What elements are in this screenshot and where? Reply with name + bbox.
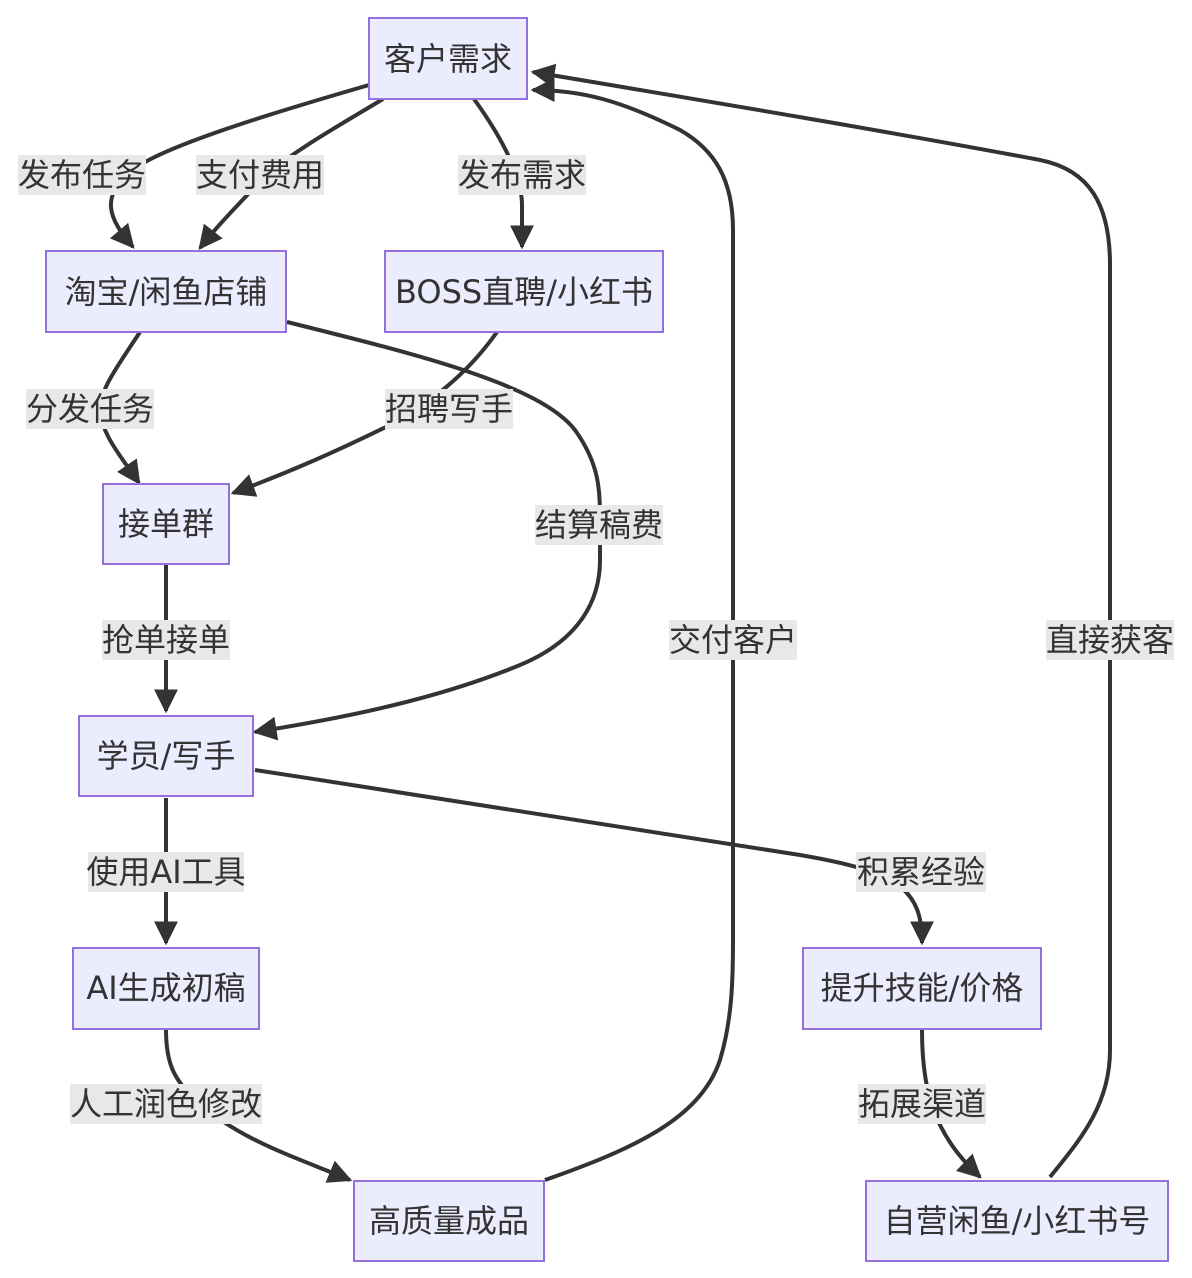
svg-text:AI生成初稿: AI生成初稿 (86, 969, 245, 1007)
node-boss-xiaohongshu[interactable]: BOSS直聘/小红书 (384, 250, 664, 333)
edge-label-accumulate-experience: 积累经验 (856, 852, 986, 892)
svg-text:发布需求: 发布需求 (458, 156, 586, 194)
node-student-writer[interactable]: 学员/写手 (78, 715, 254, 797)
svg-text:学员/写手: 学员/写手 (97, 737, 236, 775)
svg-text:招聘写手: 招聘写手 (385, 390, 513, 428)
svg-text:接单群: 接单群 (118, 505, 214, 543)
svg-text:直接获客: 直接获客 (1046, 621, 1174, 659)
svg-text:人工润色修改: 人工润色修改 (70, 1085, 262, 1123)
edge-shop-to-writer (252, 320, 602, 741)
svg-text:淘宝/闲鱼店铺: 淘宝/闲鱼店铺 (65, 273, 268, 311)
edge-label-grab-order: 抢单接单 (102, 620, 230, 660)
node-final-product[interactable]: 高质量成品 (353, 1180, 545, 1262)
svg-text:BOSS直聘/小红书: BOSS直聘/小红书 (395, 273, 653, 311)
edge-label-settle-fee: 结算稿费 (535, 505, 663, 545)
svg-text:交付客户: 交付客户 (669, 621, 797, 659)
node-taobao-xianyu-shop[interactable]: 淘宝/闲鱼店铺 (45, 250, 287, 333)
svg-text:积累经验: 积累经验 (857, 853, 985, 891)
edge-label-recruit-writer: 招聘写手 (385, 389, 513, 429)
edge-label-use-ai-tools: 使用AI工具 (86, 852, 246, 892)
svg-text:支付费用: 支付费用 (196, 156, 324, 194)
svg-text:使用AI工具: 使用AI工具 (86, 853, 245, 891)
edge-label-pay-fee: 支付费用 (196, 155, 324, 195)
svg-text:分发任务: 分发任务 (26, 390, 154, 428)
node-customer-demand[interactable]: 客户需求 (368, 17, 528, 100)
svg-text:客户需求: 客户需求 (384, 40, 512, 78)
edge-own-to-customer (530, 63, 1112, 1179)
svg-text:结算稿费: 结算稿费 (535, 506, 663, 544)
node-ai-draft[interactable]: AI生成初稿 (72, 947, 260, 1030)
node-order-group[interactable]: 接单群 (102, 483, 230, 565)
edge-skill-to-own (920, 1029, 982, 1179)
edge-label-expand-channels: 拓展渠道 (858, 1084, 986, 1124)
svg-text:高质量成品: 高质量成品 (369, 1202, 529, 1240)
node-skill-price[interactable]: 提升技能/价格 (802, 947, 1042, 1030)
edge-label-publish-demand: 发布需求 (458, 155, 586, 195)
edge-label-distribute-task: 分发任务 (26, 389, 154, 429)
svg-text:提升技能/价格: 提升技能/价格 (821, 969, 1024, 1007)
svg-text:发布任务: 发布任务 (18, 156, 146, 194)
edge-label-publish-task: 发布任务 (18, 155, 146, 195)
edge-label-direct-acquire: 直接获客 (1046, 620, 1174, 660)
svg-text:自营闲鱼/小红书号: 自营闲鱼/小红书号 (884, 1202, 1151, 1240)
node-own-channels[interactable]: 自营闲鱼/小红书号 (865, 1180, 1169, 1262)
svg-text:抢单接单: 抢单接单 (102, 621, 230, 659)
edge-customer-to-shop-publish (108, 83, 370, 249)
edge-label-deliver-customer: 交付客户 (669, 620, 797, 660)
svg-text:拓展渠道: 拓展渠道 (858, 1085, 986, 1123)
edge-writer-to-skill (254, 768, 934, 946)
edge-label-manual-polish: 人工润色修改 (70, 1084, 262, 1124)
edge-final-to-customer (530, 78, 735, 1182)
